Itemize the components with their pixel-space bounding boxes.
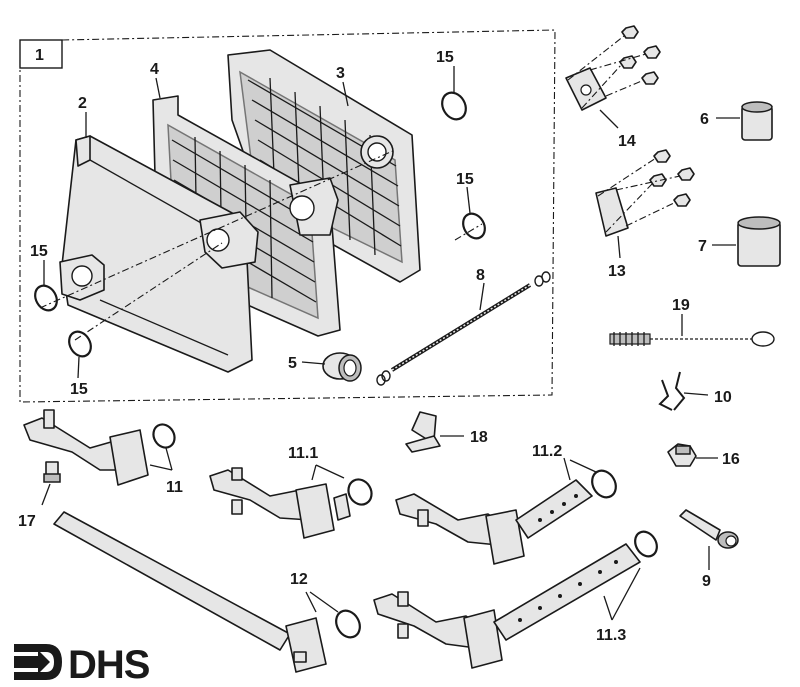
logo-text: DHS — [68, 643, 150, 687]
arrow-logo-icon — [14, 644, 62, 680]
assembly-axis-lines — [39, 149, 483, 341]
label-19: 19 — [672, 297, 690, 314]
assembly-group-1-frame: 1 — [19, 29, 556, 403]
label-10: 10 — [714, 389, 732, 406]
spring-clip-10 — [658, 371, 709, 411]
label-8: 8 — [476, 267, 485, 284]
tie-rod-8 — [376, 271, 551, 386]
fitting-9 — [679, 509, 739, 570]
label-6: 6 — [700, 111, 709, 128]
o-ring-15-bottom — [68, 330, 92, 379]
bush-5 — [301, 352, 362, 382]
label-18: 18 — [470, 429, 488, 446]
label-17: 17 — [18, 513, 36, 530]
label-7: 7 — [698, 238, 707, 255]
cleaning-brush-19 — [609, 314, 775, 347]
sleeve-7 — [712, 216, 781, 267]
sleeve-6 — [716, 101, 773, 141]
manifold-pipe-11-1 — [209, 464, 373, 539]
manifold-pipe-11-3 — [373, 530, 658, 669]
flange-plate-14 — [565, 25, 661, 129]
label-16: 16 — [722, 451, 740, 468]
label-15-left: 15 — [30, 243, 48, 260]
label-11-2: 11.2 — [532, 443, 562, 460]
label-2: 2 — [78, 95, 87, 112]
plug-16 — [667, 443, 718, 467]
manifold-pipe-11 — [23, 409, 176, 486]
label-13: 13 — [608, 263, 626, 280]
label-4: 4 — [150, 61, 159, 78]
label-15-middle: 15 — [456, 171, 474, 188]
drain-plug-17 — [41, 461, 61, 506]
manifold-pipe-11-2 — [395, 457, 617, 565]
label-15-bottom: 15 — [70, 381, 88, 398]
label-12: 12 — [290, 571, 308, 588]
label-3: 3 — [336, 65, 345, 82]
label-11-1: 11.1 — [288, 445, 318, 462]
label-9: 9 — [702, 573, 711, 590]
dhs-logo: DHS — [14, 643, 151, 687]
o-ring-15-left — [34, 260, 58, 312]
manifold-pipe-12 — [53, 511, 361, 673]
label-15-top: 15 — [436, 49, 454, 66]
label-11: 11 — [166, 479, 183, 496]
label-14: 14 — [618, 133, 636, 150]
bracket-18 — [405, 411, 464, 453]
o-ring-15-top — [441, 66, 467, 121]
label-1: 1 — [35, 47, 44, 64]
label-11-3: 11.3 — [596, 627, 626, 644]
blind-plate-13 — [595, 149, 695, 259]
o-ring-15-middle — [462, 186, 486, 240]
label-5: 5 — [288, 355, 297, 372]
